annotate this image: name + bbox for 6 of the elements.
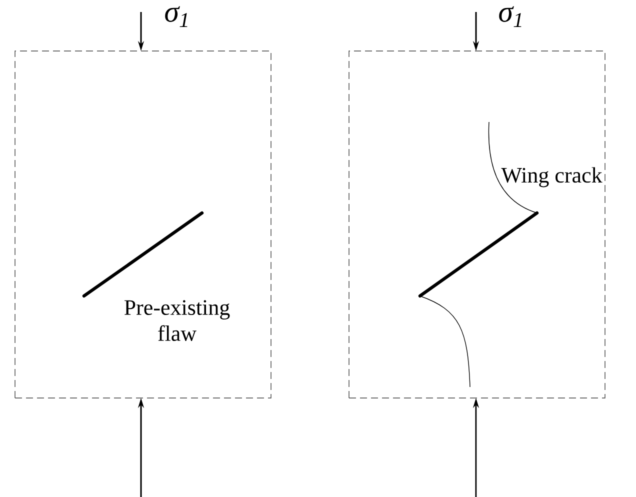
label: Wing crack xyxy=(501,167,602,188)
stress-label: σ$_{1}$ xyxy=(165,6,188,27)
specimen-box xyxy=(348,50,606,398)
specimen-box xyxy=(14,50,272,398)
stress-label: σ$_{1}$ xyxy=(499,6,522,27)
label: Pre-existing flaw xyxy=(124,300,230,341)
